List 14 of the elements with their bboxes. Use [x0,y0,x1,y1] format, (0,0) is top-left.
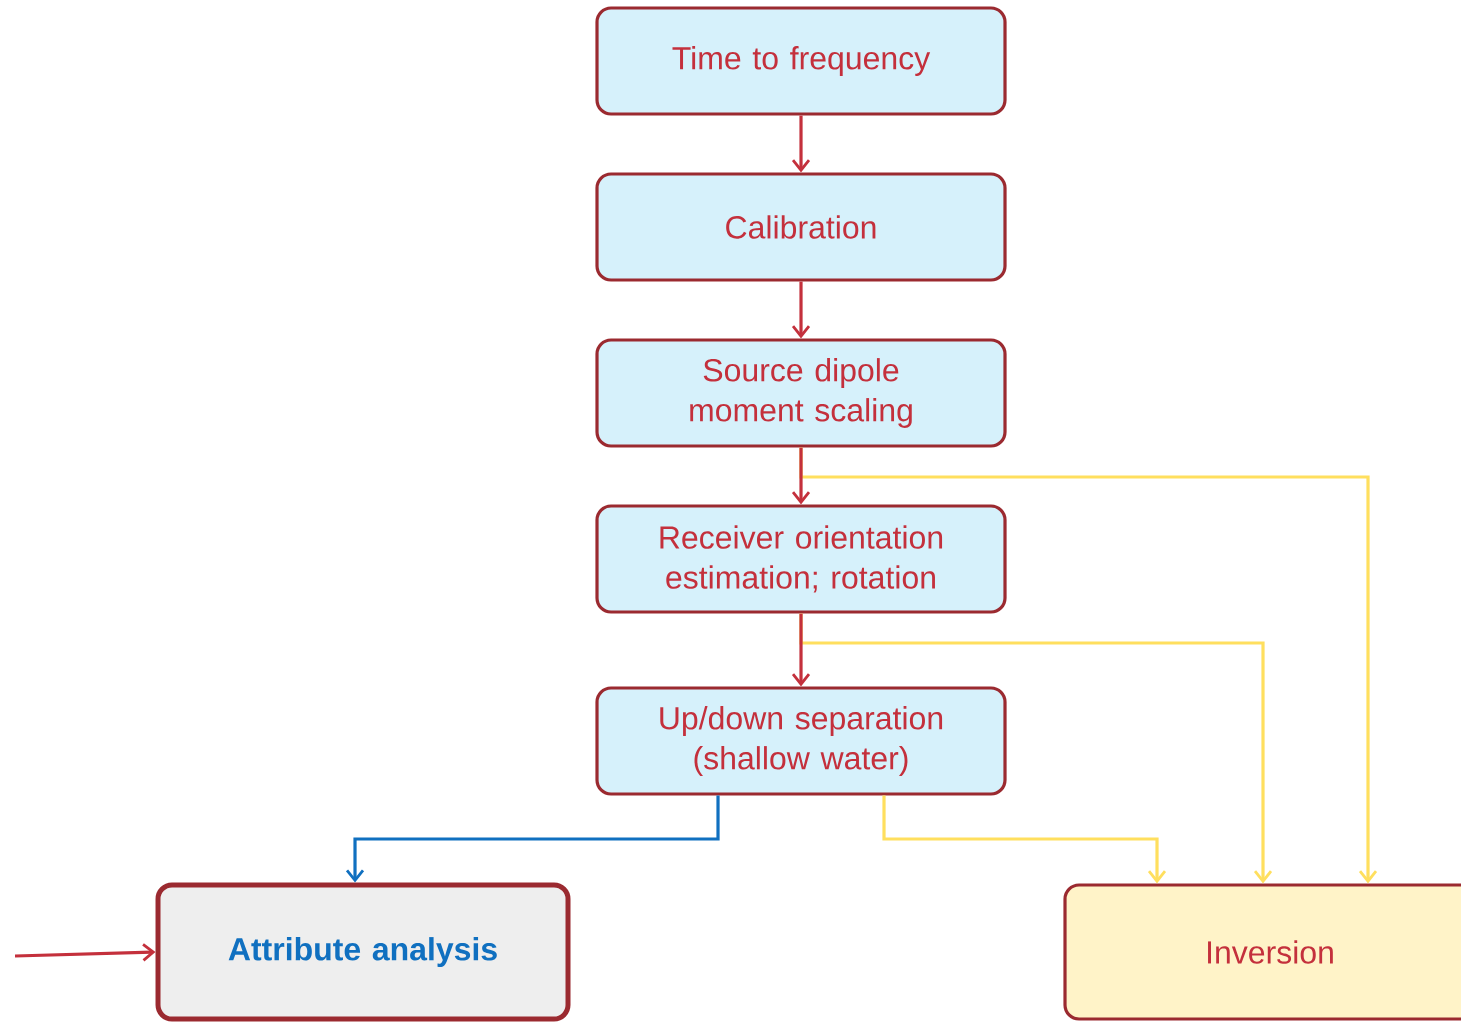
arrow [791,613,811,687]
process-box: Time to frequency [595,6,1007,116]
process-box: Receiver orientation estimation; rotation [595,504,1007,614]
process-box: Calibration [595,172,1007,282]
arrow [345,795,720,883]
arrow [791,447,811,505]
process-box: Source dipole moment scaling [595,338,1007,448]
process-box: Attribute analysis [155,882,571,1022]
arrow [882,795,1167,884]
process-box: Inversion [1063,883,1461,1021]
arrow [791,281,811,339]
arrow [791,115,811,173]
process-box: Up/down separation (shallow water) [595,686,1007,796]
arrow [14,943,156,962]
